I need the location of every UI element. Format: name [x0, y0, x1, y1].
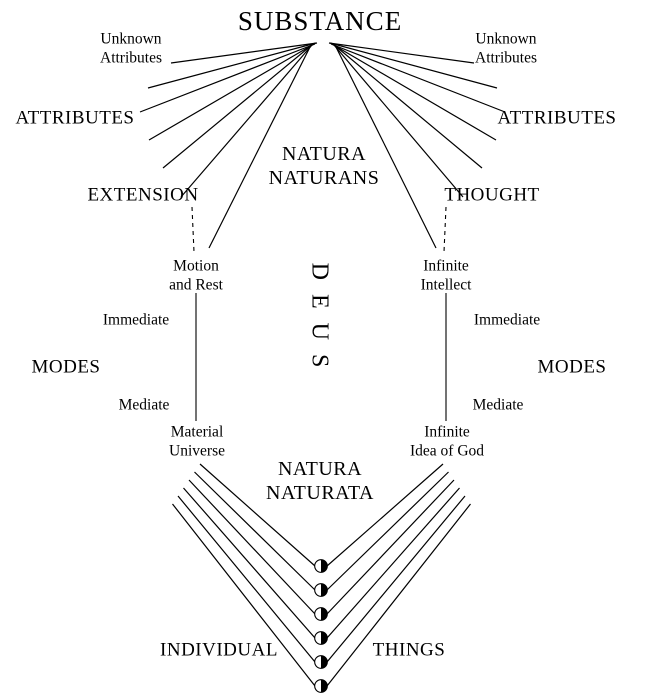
- label-infinite-intellect: Infinite Intellect: [421, 257, 472, 294]
- fan-line: [326, 503, 471, 687]
- label-mediate-right: Mediate: [472, 396, 524, 414]
- label-line: Intellect: [420, 276, 472, 293]
- half-moon-marker-fill: [321, 679, 328, 693]
- label-individual: INDIVIDUAL: [160, 639, 278, 661]
- dashed-connector-right: [443, 206, 447, 253]
- fan-line: [333, 44, 464, 198]
- label-line: NATURA: [281, 143, 367, 165]
- individual-things-markers: [172, 463, 471, 693]
- half-moon-marker-fill: [321, 583, 328, 597]
- label-line: Attributes: [100, 49, 162, 66]
- label-line: and Rest: [169, 276, 223, 293]
- fan-line: [177, 495, 316, 663]
- label-line: Motion: [173, 257, 219, 275]
- half-moon-marker-fill: [321, 607, 328, 621]
- fan-line: [326, 495, 466, 663]
- label-line: Idea of God: [409, 442, 485, 459]
- half-moon-marker-fill: [321, 559, 328, 573]
- fan-line: [334, 44, 437, 249]
- fan-line: [172, 503, 316, 687]
- label-unknown-attributes-left: Unknown Attributes: [100, 30, 162, 67]
- fan-line: [326, 479, 455, 615]
- fan-line: [326, 463, 444, 567]
- fan-line: [147, 42, 317, 89]
- label-things: THINGS: [372, 639, 446, 661]
- half-moon-marker-fill: [321, 631, 328, 645]
- label-line: NATURANS: [268, 167, 380, 189]
- label-line: Unknown: [475, 30, 537, 48]
- label-line: Infinite: [423, 257, 469, 275]
- fan-line: [328, 42, 475, 64]
- label-line: Unknown: [100, 30, 162, 48]
- top-fan-right: [328, 42, 506, 249]
- fan-line: [188, 479, 316, 615]
- label-modes-right: MODES: [537, 356, 607, 378]
- label-line: NATURA: [277, 458, 363, 480]
- fan-line: [330, 43, 506, 113]
- label-line: Infinite: [424, 423, 470, 441]
- label-deus: DEUS: [306, 262, 333, 382]
- fan-line: [139, 43, 316, 113]
- fan-line: [326, 487, 460, 639]
- label-line: NATURATA: [266, 482, 374, 504]
- label-motion-and-rest: Motion and Rest: [169, 257, 223, 294]
- fan-line: [331, 43, 497, 141]
- half-moon-marker-fill: [321, 655, 328, 669]
- fan-line: [183, 487, 316, 639]
- fan-line: [332, 43, 483, 169]
- label-immediate-left: Immediate: [102, 311, 170, 329]
- label-attributes-right: ATTRIBUTES: [497, 107, 617, 129]
- label-thought: THOUGHT: [444, 184, 540, 206]
- label-natura-naturans: NATURA NATURANS: [269, 142, 380, 190]
- fan-line: [199, 463, 316, 567]
- label-immediate-right: Immediate: [473, 311, 541, 329]
- fan-line: [162, 43, 314, 169]
- label-modes-left: MODES: [31, 356, 101, 378]
- label-attributes-left: ATTRIBUTES: [15, 107, 135, 129]
- label-mediate-left: Mediate: [118, 396, 170, 414]
- dashed-connector-left: [191, 206, 195, 253]
- label-line: Attributes: [475, 49, 537, 66]
- fan-line: [326, 471, 449, 591]
- fan-line: [194, 471, 316, 591]
- fan-line: [329, 42, 498, 89]
- label-substance: SUBSTANCE: [237, 5, 403, 36]
- fan-line: [170, 42, 318, 64]
- fan-line: [180, 44, 313, 198]
- fan-line: [148, 43, 315, 141]
- fan-line: [208, 44, 312, 249]
- label-extension: EXTENSION: [87, 184, 199, 206]
- label-line: Material: [170, 423, 224, 441]
- label-material-universe: Material Universe: [169, 423, 225, 460]
- label-natura-naturata: NATURA NATURATA: [266, 457, 374, 505]
- top-fan-left: [139, 42, 318, 249]
- label-unknown-attributes-right: Unknown Attributes: [475, 30, 537, 67]
- label-infinite-idea-of-god: Infinite Idea of God: [410, 423, 484, 460]
- label-line: Universe: [169, 442, 225, 459]
